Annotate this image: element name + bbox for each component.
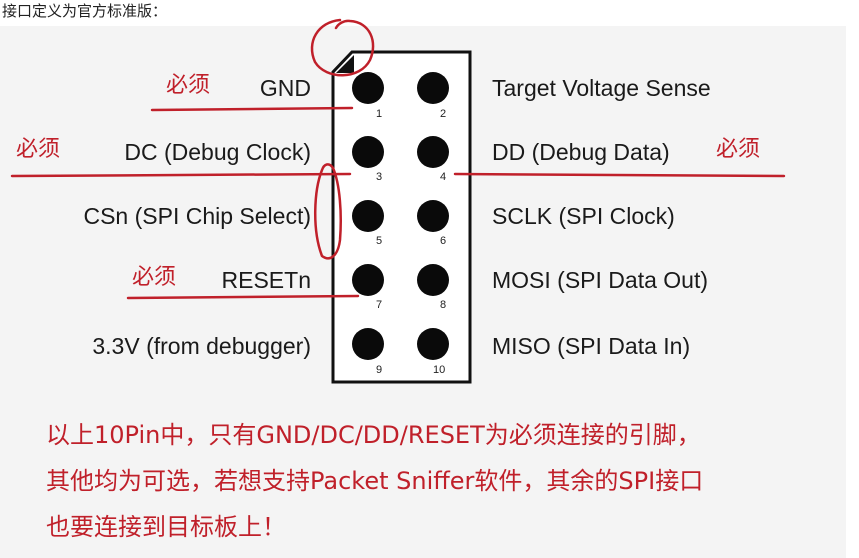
pin-3 <box>352 136 384 168</box>
pin-number-10: 10 <box>433 364 445 376</box>
circle-csn-gap <box>314 163 342 260</box>
pin-number-6: 6 <box>440 235 446 247</box>
pin-grid <box>352 72 449 360</box>
note-line-1: 以上10Pin中，只有GND/DC/DD/RESET为必须连接的引脚， <box>46 421 701 449</box>
circle-pin1-key <box>310 18 375 77</box>
pin-6 <box>417 200 449 232</box>
underline-dc <box>10 172 352 178</box>
pin-1 <box>352 72 384 104</box>
required-marker-resetn: 必须 <box>132 265 177 290</box>
pin-10 <box>417 328 449 360</box>
pin-9 <box>352 328 384 360</box>
pin-7 <box>352 264 384 296</box>
note-line-3: 也要连接到目标板上！ <box>46 513 286 541</box>
required-marker-dc: 必须 <box>16 137 61 162</box>
pin-label-resetn: RESETn <box>221 267 311 293</box>
pin-label-3v3: 3.3V (from debugger) <box>92 333 311 359</box>
pin-number-4: 4 <box>440 171 446 183</box>
pin-label-sclk: SCLK (SPI Clock) <box>492 203 675 229</box>
pin-8 <box>417 264 449 296</box>
pin-number-8: 8 <box>440 299 446 311</box>
underline-gnd <box>150 106 354 112</box>
pin-label-gnd: GND <box>259 75 311 101</box>
pin-2 <box>417 72 449 104</box>
pin-number-9: 9 <box>376 364 382 376</box>
pin-label-target-voltage-sense: Target Voltage Sense <box>492 75 711 101</box>
note-line-2: 其他均为可选，若想支持Packet Sniffer软件，其余的SPI接口 <box>46 467 704 495</box>
pin-5 <box>352 200 384 232</box>
required-marker-gnd: 必须 <box>166 73 211 98</box>
pin-number-7: 7 <box>376 299 382 311</box>
pin-label-dd: DD (Debug Data) <box>492 139 670 165</box>
intro-text: 接口定义为官方标准版： <box>2 2 168 20</box>
pin-number-5: 5 <box>376 235 382 247</box>
pin-label-miso: MISO (SPI Data In) <box>492 333 691 359</box>
pin-4 <box>417 136 449 168</box>
underline-dd <box>453 172 786 178</box>
pin-number-3: 3 <box>376 171 382 183</box>
required-marker-dd: 必须 <box>716 137 761 162</box>
pin-number-1: 1 <box>376 108 382 120</box>
pin1-key-notch <box>336 55 354 73</box>
underline-resetn <box>126 294 360 300</box>
pin-label-dc: DC (Debug Clock) <box>124 139 311 165</box>
connector-header <box>331 50 472 384</box>
pin-label-mosi: MOSI (SPI Data Out) <box>492 267 708 293</box>
pin-number-2: 2 <box>440 108 446 120</box>
pin-label-csn: CSn (SPI Chip Select) <box>83 203 311 229</box>
